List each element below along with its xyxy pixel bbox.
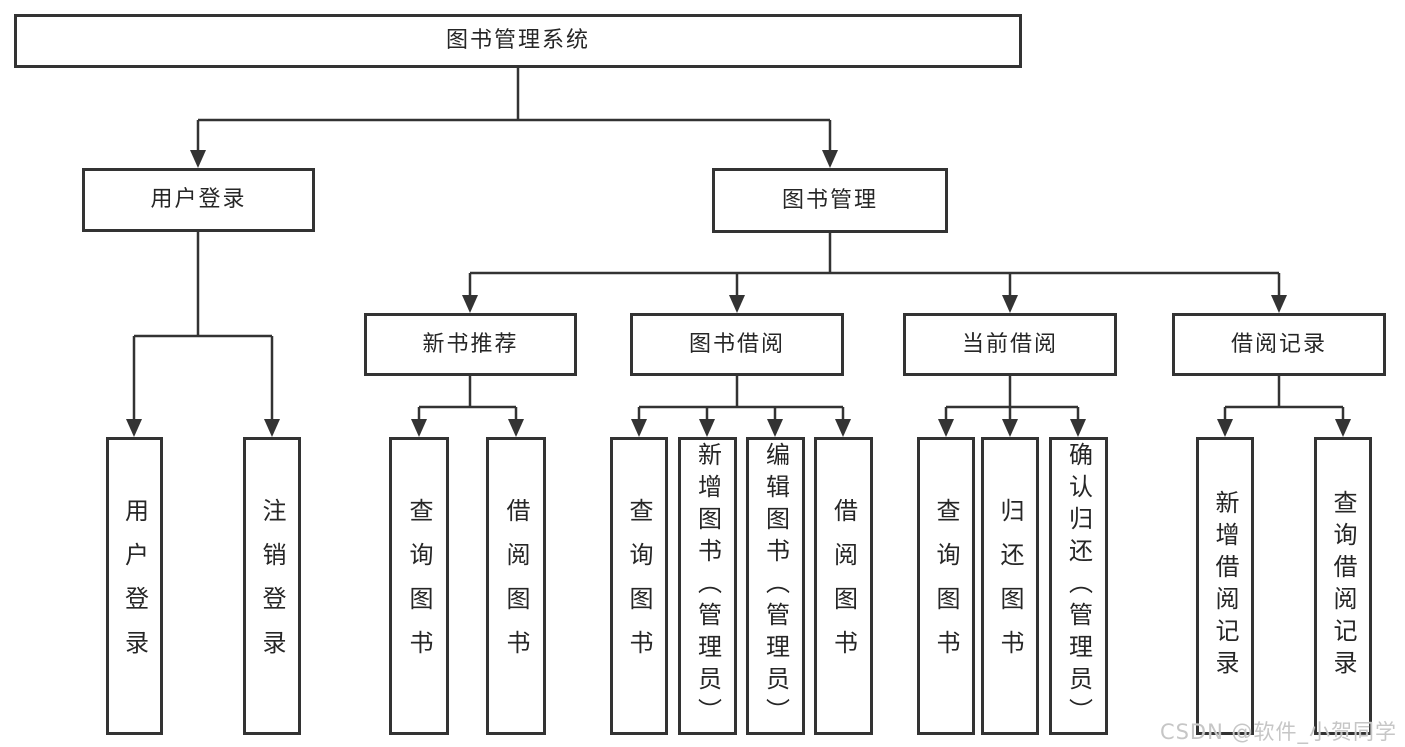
node-leaf-borrow-books-borrowing: 借阅图书 [814,437,873,735]
arrowhead-icons [126,150,1351,437]
node-borrowing-records: 借阅记录 [1172,313,1386,376]
node-leaf-borrow-books-newbooks: 借阅图书 [486,437,546,735]
node-leaf-query-books-current: 查询图书 [917,437,975,735]
node-book-borrowing: 图书借阅 [630,313,844,376]
node-book-management: 图书管理 [712,168,948,233]
node-leaf-query-books-borrowing: 查询图书 [610,437,668,735]
node-leaf-confirm-return-admin: 确认归还（管理员） [1049,437,1108,735]
node-leaf-add-books-admin: 新增图书（管理员） [678,437,737,735]
node-leaf-edit-books-admin: 编辑图书（管理员） [746,437,805,735]
node-current-borrowing: 当前借阅 [903,313,1117,376]
node-leaf-user-login: 用户登录 [106,437,163,735]
node-library-management-system: 图书管理系统 [14,14,1022,68]
csdn-watermark: CSDN @软件_小贺同学 [1159,720,1397,744]
node-leaf-logout: 注销登录 [243,437,301,735]
node-new-book-recommendation: 新书推荐 [364,313,577,376]
node-leaf-query-books-newbooks: 查询图书 [389,437,449,735]
node-user-login: 用户登录 [82,168,315,232]
node-leaf-add-borrow-record: 新增借阅记录 [1196,437,1254,735]
node-leaf-query-borrow-record: 查询借阅记录 [1314,437,1372,735]
node-leaf-return-books: 归还图书 [981,437,1039,735]
